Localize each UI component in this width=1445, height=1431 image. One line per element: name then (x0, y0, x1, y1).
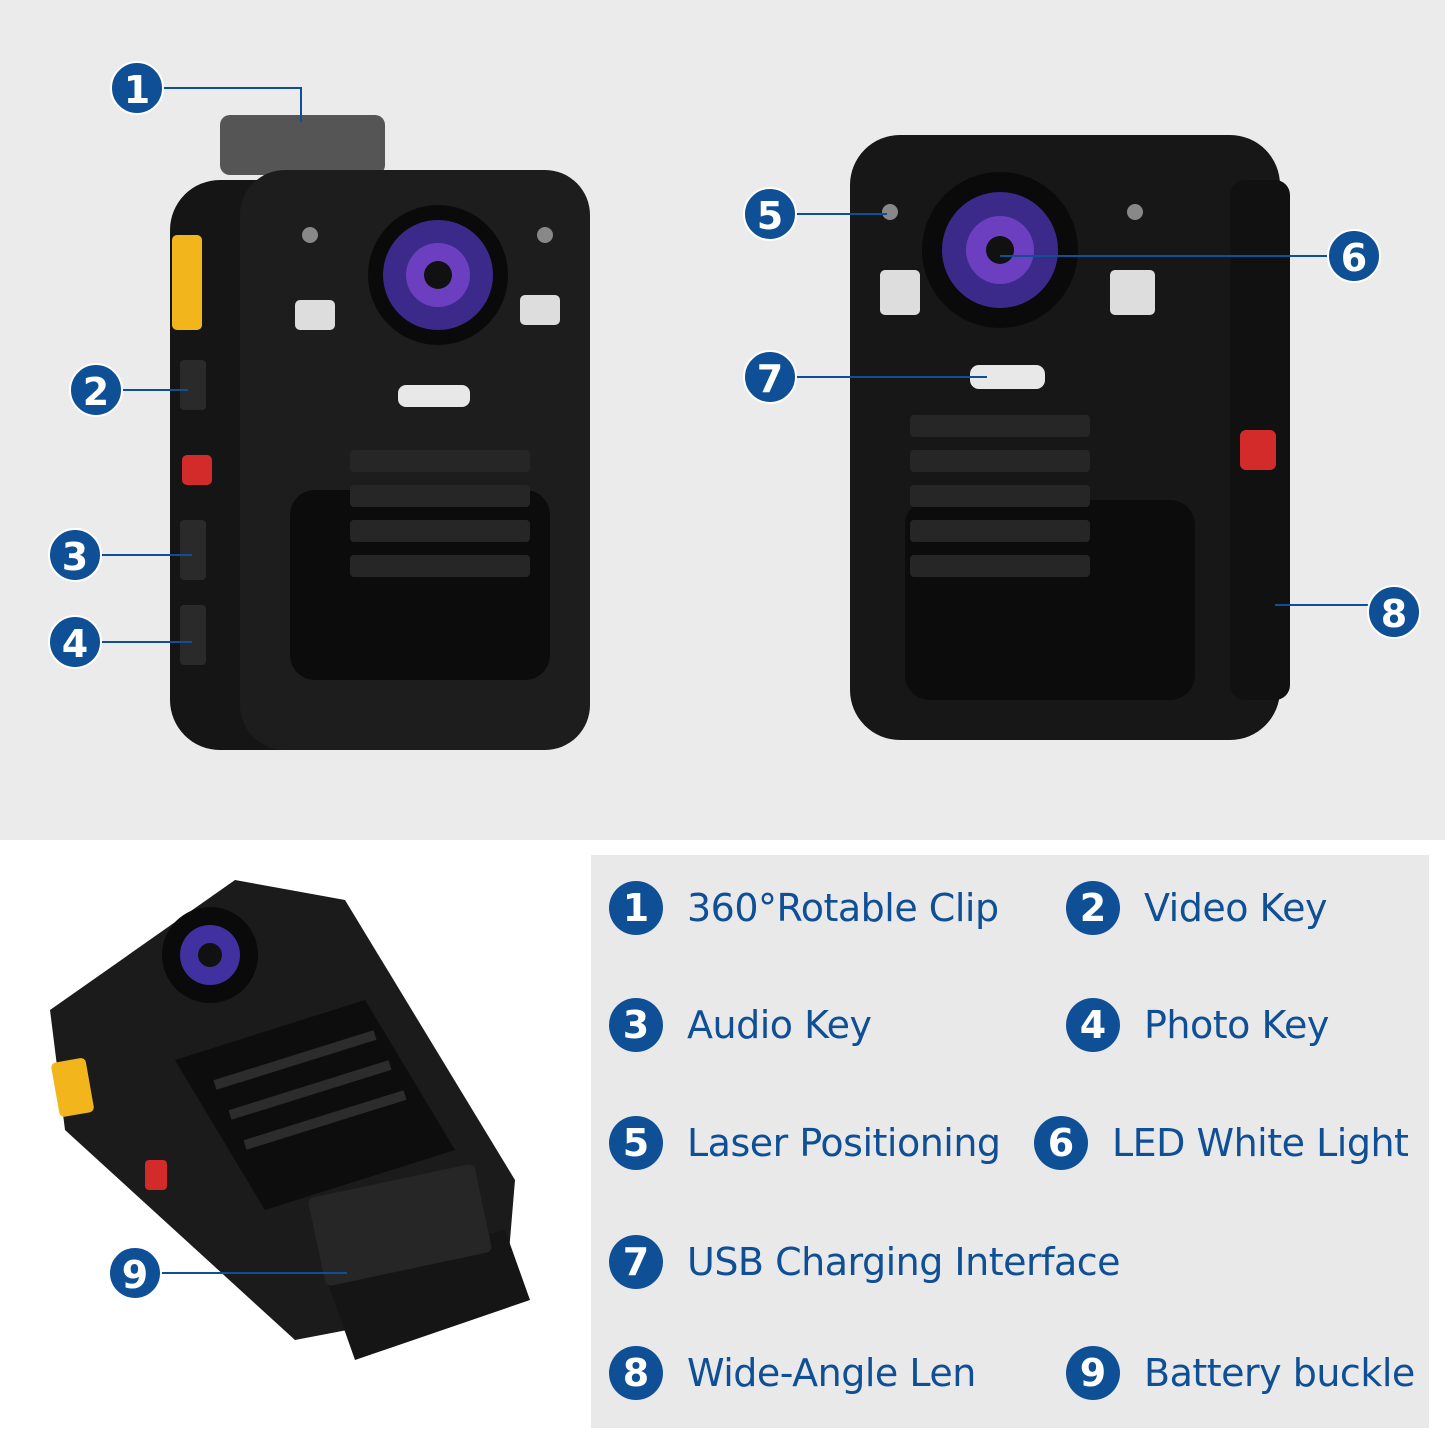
callout-7: 7 (743, 350, 797, 404)
body-camera-side-view (170, 115, 590, 750)
yellow-key (172, 235, 202, 330)
legend-label: Photo Key (1144, 1003, 1329, 1047)
legend-label: LED White Light (1112, 1121, 1409, 1165)
legend-label: USB Charging Interface (687, 1240, 1121, 1284)
callout-5: 5 (743, 187, 797, 241)
leader-line-6 (1000, 255, 1330, 257)
callout-1: 1 (110, 61, 164, 115)
legend-badge: 3 (609, 998, 663, 1052)
leader-line-9 (160, 1272, 347, 1274)
legend-badge: 7 (609, 1235, 663, 1289)
leader-line-7 (795, 376, 987, 378)
legend-label: Laser Positioning (687, 1121, 1001, 1165)
legend-item-9: 9 Battery buckle (1066, 1346, 1415, 1400)
legend-item-3: 3 Audio Key (609, 998, 872, 1052)
callout-2: 2 (69, 363, 123, 417)
legend-badge: 8 (609, 1346, 663, 1400)
legend-item-8: 8 Wide-Angle Len (609, 1346, 976, 1400)
power-key (182, 455, 212, 485)
legend-label: Wide-Angle Len (687, 1351, 976, 1395)
callout-8: 8 (1367, 585, 1421, 639)
callout-4: 4 (48, 615, 102, 669)
legend-badge: 6 (1034, 1116, 1088, 1170)
leader-line-8 (1275, 604, 1370, 606)
legend-item-2: 2 Video Key (1066, 881, 1327, 935)
leader-line-4 (100, 641, 192, 643)
legend-panel (591, 855, 1429, 1428)
legend-badge: 5 (609, 1116, 663, 1170)
legend-label: 360°Rotable Clip (687, 886, 999, 930)
legend-badge: 4 (1066, 998, 1120, 1052)
callout-9: 9 (108, 1246, 162, 1300)
callout-6: 6 (1327, 229, 1381, 283)
legend-label: Audio Key (687, 1003, 872, 1047)
legend-label: Battery buckle (1144, 1351, 1415, 1395)
leader-line-1b (300, 87, 302, 122)
legend-item-5: 5 Laser Positioning (609, 1116, 1001, 1170)
leader-line-1 (160, 87, 301, 89)
leader-line-2 (120, 389, 188, 391)
callout-3: 3 (48, 528, 102, 582)
legend-label: Video Key (1144, 886, 1327, 930)
legend-item-6: 6 LED White Light (1034, 1116, 1409, 1170)
body-camera-battery-view (50, 880, 530, 1360)
body-camera-front-view (850, 135, 1290, 740)
legend-badge: 1 (609, 881, 663, 935)
legend-badge: 2 (1066, 881, 1120, 935)
legend-badge: 9 (1066, 1346, 1120, 1400)
legend-item-4: 4 Photo Key (1066, 998, 1329, 1052)
clip (220, 115, 385, 175)
power-key (1240, 430, 1276, 470)
legend-item-7: 7 USB Charging Interface (609, 1235, 1121, 1289)
legend-item-1: 1 360°Rotable Clip (609, 881, 999, 935)
leader-line-3 (100, 554, 192, 556)
leader-line-5 (795, 213, 887, 215)
